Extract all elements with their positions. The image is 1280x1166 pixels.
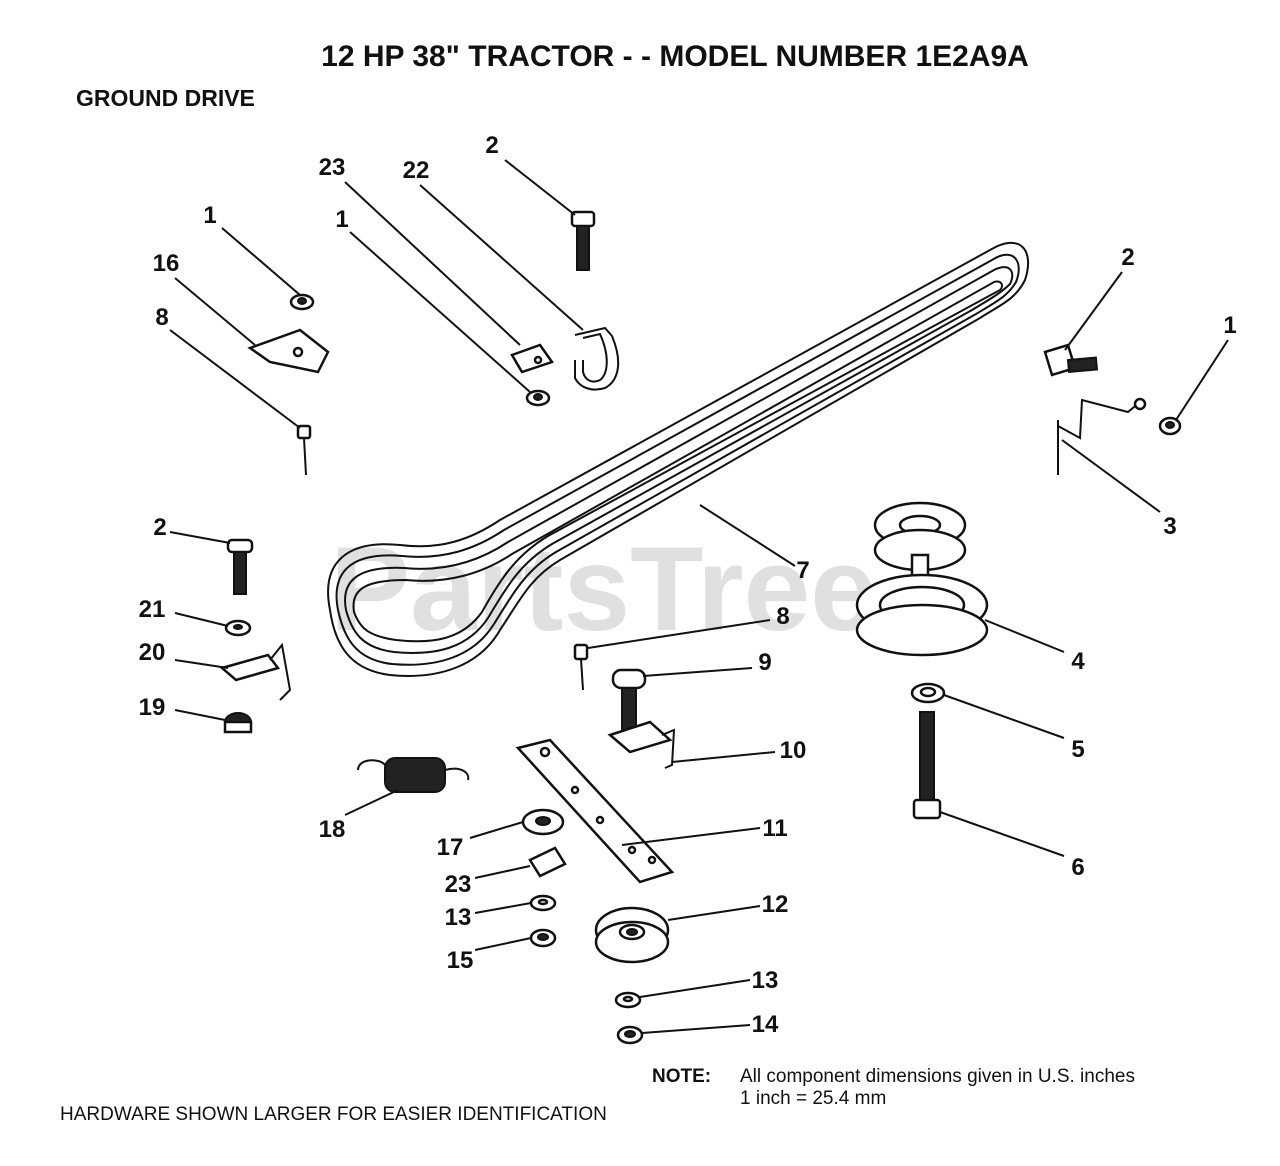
footer-text: HARDWARE SHOWN LARGER FOR EASIER IDENTIF…: [60, 1104, 607, 1125]
callout-label: 8: [776, 603, 789, 630]
callout-label: 10: [780, 737, 807, 764]
callout-label: 23: [319, 154, 346, 181]
belt-keeper-clip-top[interactable]: [510, 343, 554, 374]
callout-label: 21: [139, 596, 166, 623]
callout-label: 23: [445, 871, 472, 898]
lock-nut-lower[interactable]: [616, 1025, 644, 1045]
clevis-pin-center[interactable]: [573, 643, 589, 691]
callout-label: 8: [155, 304, 168, 331]
callout-label: 22: [403, 157, 430, 184]
callout-label: 5: [1071, 736, 1084, 763]
flat-washer[interactable]: [224, 619, 252, 637]
callout-label: 2: [153, 514, 166, 541]
extension-spring[interactable]: [357, 757, 470, 793]
callout-label: 15: [447, 947, 474, 974]
drive-belt[interactable]: [327, 241, 1030, 677]
callout-label: 11: [762, 815, 787, 842]
callout-label: 13: [445, 904, 472, 931]
callout-label: 18: [319, 816, 346, 843]
hex-nut-lower[interactable]: [529, 928, 557, 948]
callout-label: 9: [758, 649, 771, 676]
leader-lines: [169, 159, 1229, 1034]
carriage-bolt-left[interactable]: [226, 538, 254, 595]
hex-nut-middle[interactable]: [525, 389, 551, 407]
callout-label: 7: [796, 557, 809, 584]
belt-guide-bracket[interactable]: [247, 328, 330, 374]
note-text-line1: All component dimensions given in U.S. i…: [740, 1066, 1135, 1087]
idler-pulley[interactable]: [594, 906, 670, 964]
callout-label: 2: [1121, 244, 1134, 271]
callout-label: 14: [752, 1011, 779, 1038]
note-label: NOTE:: [652, 1066, 711, 1087]
diagram-title: 12 HP 38" TRACTOR - - MODEL NUMBER 1E2A9…: [321, 40, 1029, 73]
flat-washer-small-left[interactable]: [529, 894, 557, 912]
callout-labels: 23 22 2 1 1 16 8 2 1 3 2 7 21 8 20 9 4 1…: [139, 132, 1237, 1038]
callout-label: 1: [335, 206, 348, 233]
callout-label: 17: [437, 834, 464, 861]
idler-arm-bracket[interactable]: [607, 720, 676, 769]
lock-nut[interactable]: [223, 712, 253, 734]
hex-bolt-top[interactable]: [570, 210, 596, 271]
callout-label: 2: [485, 132, 498, 159]
callout-label: 19: [139, 694, 166, 721]
thick-washer[interactable]: [521, 808, 565, 836]
flat-washer-small-right[interactable]: [614, 991, 642, 1009]
hex-nut-right[interactable]: [1158, 416, 1182, 436]
callout-label: 13: [752, 967, 779, 994]
callout-label: 4: [1071, 648, 1085, 675]
hex-bolt-right[interactable]: [1043, 343, 1099, 377]
callout-label: 6: [1071, 854, 1084, 881]
watermark-text: PartsTree: [330, 522, 877, 656]
hex-nut-left[interactable]: [289, 293, 315, 311]
belt-guide-hook[interactable]: [574, 326, 620, 391]
callout-label: 16: [153, 250, 180, 277]
idler-bracket[interactable]: [219, 642, 292, 701]
callout-label: 12: [762, 891, 789, 918]
clevis-pin-upper[interactable]: [296, 424, 312, 476]
carriage-bolt-center[interactable]: [611, 668, 647, 733]
callout-label: 1: [203, 202, 216, 229]
idler-arm[interactable]: [515, 738, 675, 884]
belt-keeper-clip-lower[interactable]: [528, 846, 567, 878]
note-text-line2: 1 inch = 25.4 mm: [740, 1088, 886, 1109]
clutch-rod[interactable]: [1057, 397, 1147, 475]
pulley-bolt[interactable]: [912, 711, 942, 820]
callout-label: 3: [1163, 513, 1176, 540]
spacer-washer[interactable]: [910, 682, 946, 704]
section-heading: GROUND DRIVE: [76, 85, 255, 111]
engine-pulley[interactable]: [855, 501, 989, 657]
callout-label: 20: [139, 639, 166, 666]
callout-label: 1: [1223, 312, 1236, 339]
